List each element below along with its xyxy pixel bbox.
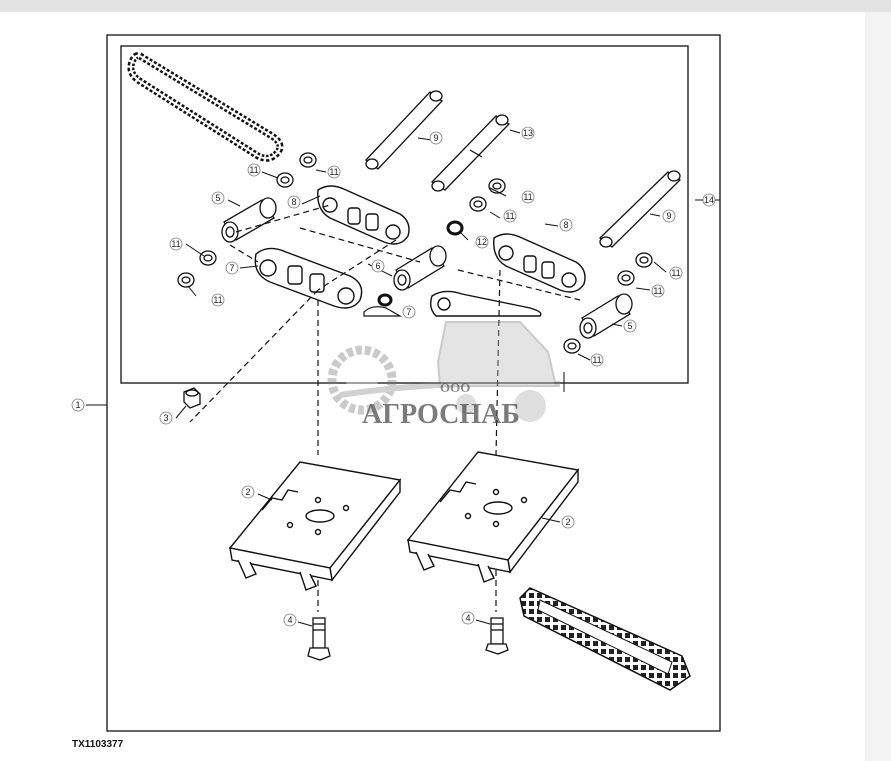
callout-8a: 8: [291, 197, 296, 207]
bushing-5-right: [579, 293, 633, 339]
callout-12: 12: [477, 237, 487, 247]
callout-9b: 9: [666, 211, 671, 221]
right-gutter: [865, 12, 891, 761]
pin-13: [430, 114, 511, 192]
callout-2a: 2: [245, 487, 250, 497]
top-strip: [0, 0, 891, 12]
callout-11b: 11: [329, 167, 338, 177]
callout-13: 13: [523, 128, 533, 138]
bolt-4-right: [485, 617, 509, 655]
link-8-right: [493, 233, 586, 293]
figure-code: TX1103377: [72, 739, 124, 750]
callout-11g: 11: [671, 268, 680, 278]
watermark-prefix: ООО: [440, 380, 470, 395]
leader-lines: [86, 129, 720, 627]
pin-9-right: [599, 170, 682, 248]
callout-11h: 11: [653, 286, 662, 296]
callout-11i: 11: [592, 355, 601, 365]
callout-4a: 4: [287, 615, 292, 625]
callout-14: 14: [704, 195, 714, 205]
bolt-4-left: [307, 617, 331, 661]
callout-labels: 1 14 3 11 11 11 11 5 8 7 6 7 9 13 12 11 …: [75, 128, 714, 625]
callout-11c: 11: [171, 239, 180, 249]
watermark-name: АГРОСНАБ: [362, 399, 520, 430]
bushing-6: [393, 245, 447, 291]
callout-bubbles: [71, 126, 716, 627]
callout-6: 6: [375, 261, 380, 271]
callout-8b: 8: [563, 220, 568, 230]
link-7-small: [363, 306, 403, 317]
track-shoe-2-right: [406, 451, 580, 583]
callout-9a: 9: [433, 133, 438, 143]
track-chain-large: [519, 587, 691, 691]
inner-frame: [120, 45, 689, 384]
callout-11f: 11: [505, 211, 514, 221]
washers: [177, 152, 653, 354]
callout-3: 3: [163, 413, 168, 423]
outer-frame: [106, 34, 721, 732]
callout-11d: 11: [213, 295, 222, 305]
callout-7b: 7: [406, 307, 411, 317]
nut-3: [183, 387, 201, 409]
callout-5b: 5: [627, 321, 632, 331]
agrosnab-watermark: [327, 321, 561, 422]
link-8-left: [317, 185, 410, 245]
callout-11e: 11: [523, 192, 532, 202]
track-chain-small: [127, 52, 284, 162]
callout-1: 1: [75, 400, 80, 410]
pin-9-left: [365, 90, 443, 170]
callout-11a: 11: [249, 165, 258, 175]
track-shoe-2-left: [228, 461, 402, 591]
callout-5a: 5: [215, 193, 220, 203]
callout-2b: 2: [565, 517, 570, 527]
callout-7a: 7: [229, 263, 234, 273]
callout-4b: 4: [465, 613, 470, 623]
bushing-5-left: [221, 197, 277, 243]
link-7-right: [429, 290, 542, 317]
link-7-left: [254, 247, 363, 309]
